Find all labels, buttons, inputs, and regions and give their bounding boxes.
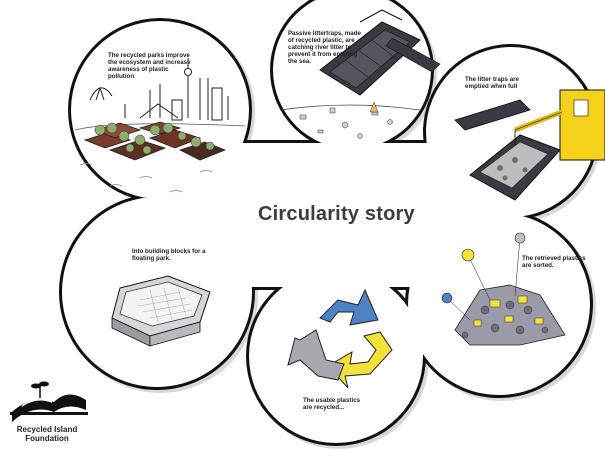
recycle-symbol	[287, 288, 393, 389]
floating-park-illustration	[74, 58, 246, 193]
recycled-island-logo	[10, 381, 88, 422]
logo-text: Recycled Island Foundation	[14, 425, 80, 443]
logo-line-2: Foundation	[25, 434, 69, 443]
caption-building-blocks: Into building blocks for a floating park…	[132, 248, 206, 262]
plastic-pile-illustration	[441, 232, 566, 346]
caption-traps-emptied: The litter traps are emptied when full	[465, 76, 519, 90]
caption-littertraps: Passive littertraps, made of recycled pl…	[288, 30, 361, 65]
littertrap-illustration	[279, 9, 441, 139]
building-block-illustration	[111, 275, 211, 347]
caption-recycled-parks: The recycled parks improve the ecosystem…	[108, 52, 191, 80]
crane-illustration	[454, 89, 605, 201]
diagram-title: Circularity story	[258, 203, 415, 225]
caption-plastics-recycled: The usable plastics are recycled...	[303, 397, 361, 411]
logo-line-1: Recycled Island	[16, 425, 78, 434]
caption-plastics-sorted: The retrieved plastics are sorted.	[522, 255, 586, 269]
